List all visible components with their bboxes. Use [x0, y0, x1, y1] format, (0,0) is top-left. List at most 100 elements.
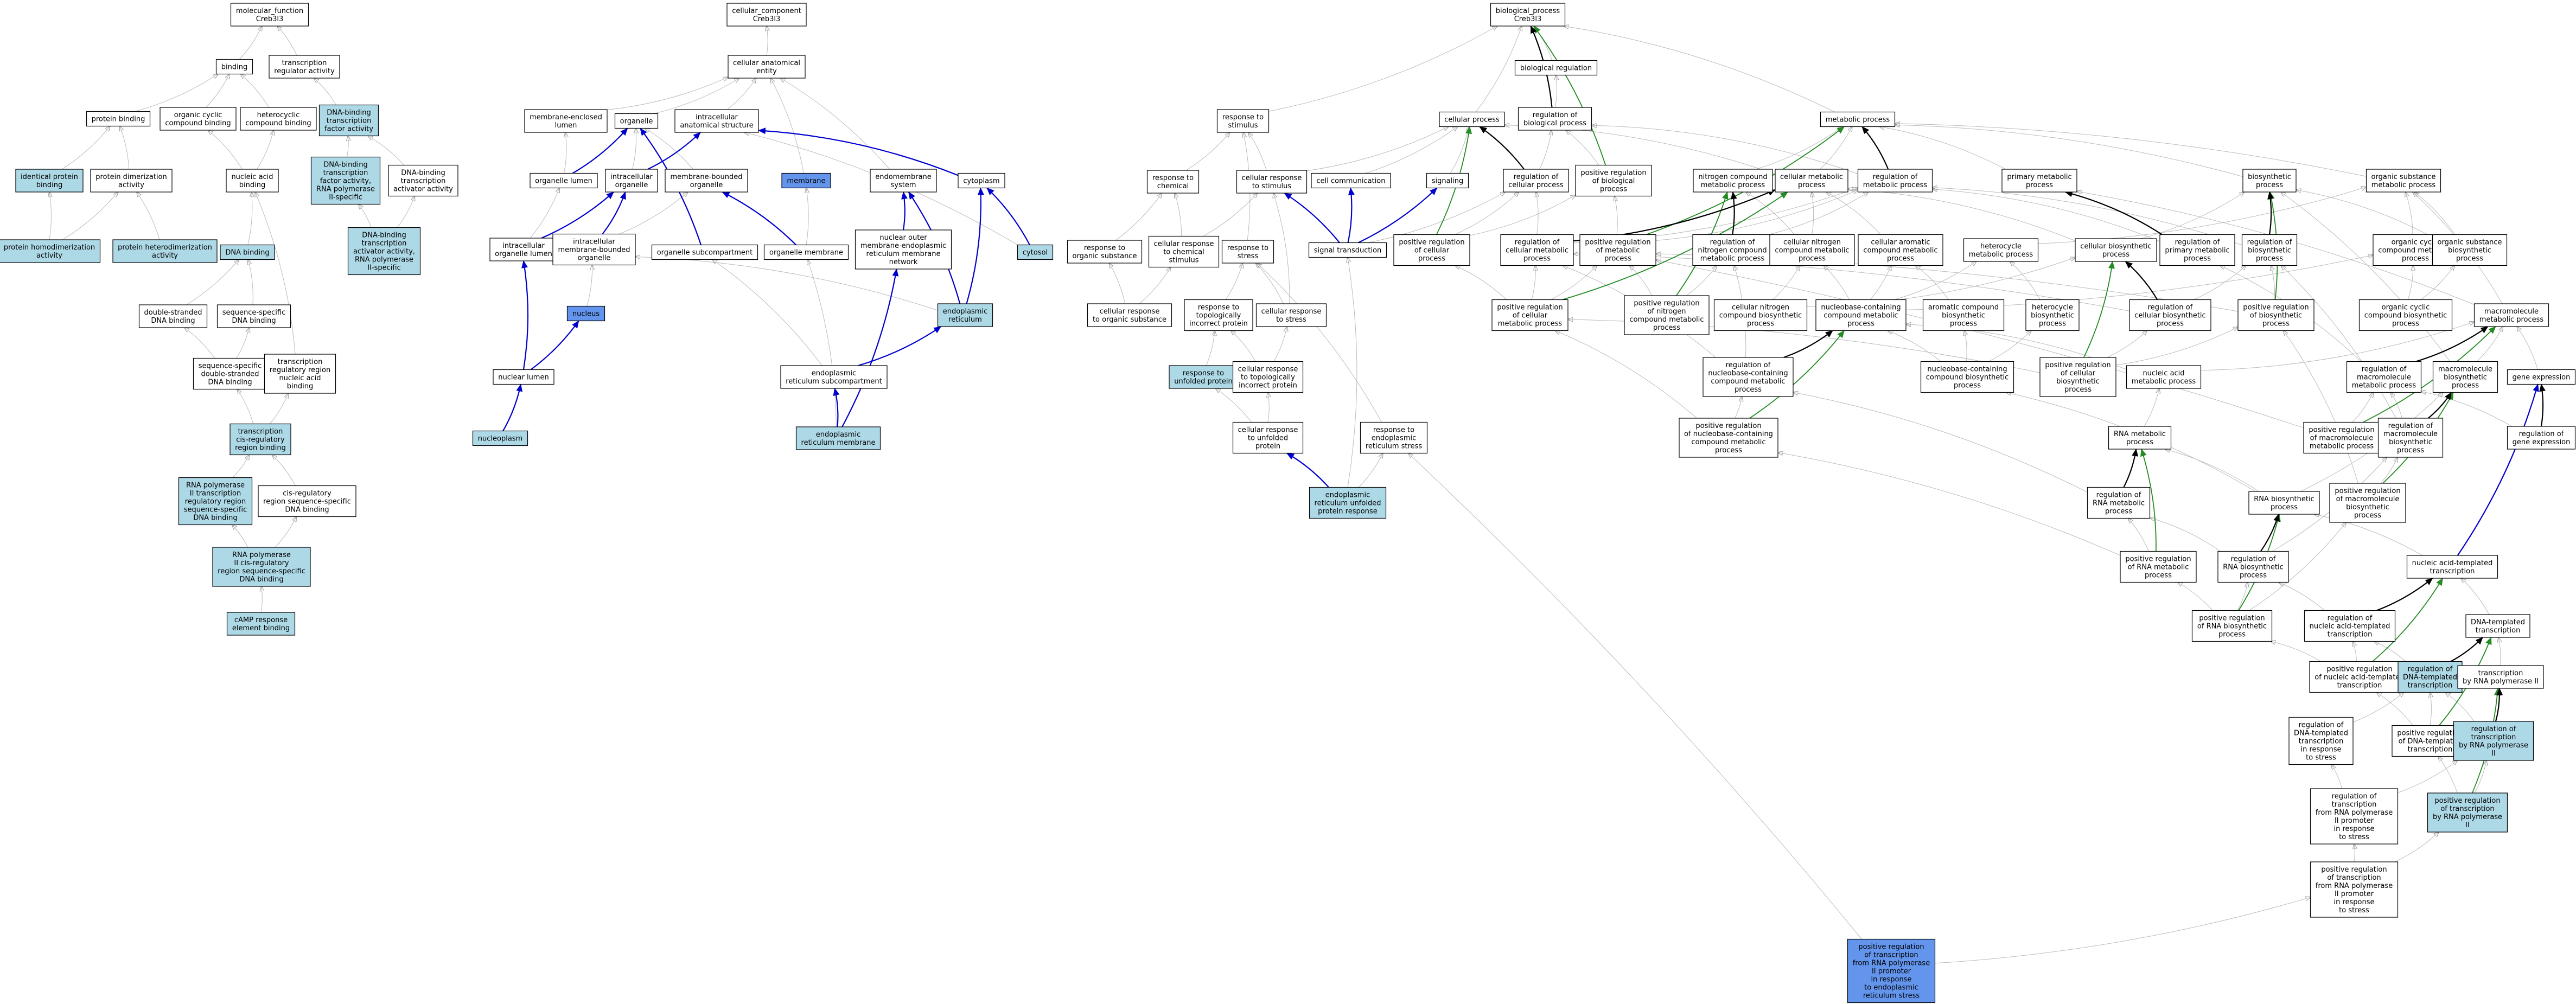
node-label: organelle subcompartment: [657, 249, 753, 257]
node-box: [1769, 234, 1855, 266]
edge-gray: [1536, 192, 1538, 235]
edge-gray: [1268, 26, 1497, 112]
edge-gray: [2194, 266, 2246, 300]
edge-black: [1479, 126, 1525, 170]
edge-gray: [2010, 261, 2041, 300]
edge-gray: [2498, 637, 2501, 666]
node-box: [2075, 238, 2157, 262]
node-box: [552, 233, 636, 266]
node-box: [763, 244, 849, 260]
edge-gray: [232, 455, 250, 478]
node-box: [0, 239, 101, 263]
node-label: nucleoplasm: [478, 435, 522, 443]
node-label: cytosol: [1023, 249, 1048, 257]
edge-blue: [858, 326, 942, 367]
edge-black: [2415, 326, 2489, 362]
edge-gray: [1225, 263, 1242, 300]
edge-gray: [2281, 192, 2451, 362]
edge-black: [2495, 688, 2503, 722]
edge-blue: [572, 127, 628, 174]
node-box: [2310, 788, 2399, 845]
node-box: [2432, 361, 2498, 393]
node-box: [530, 172, 598, 189]
edge-black: [2260, 514, 2280, 552]
edge-gray: [564, 132, 567, 174]
edge-gray: [2165, 449, 2259, 492]
node-box: [2126, 365, 2202, 389]
edge-gray: [368, 136, 405, 165]
edge-gray: [2201, 322, 2475, 371]
edge-blue: [841, 268, 899, 427]
node-box: [1815, 299, 1907, 331]
edge-gray: [1206, 331, 1215, 366]
node-label: protein binding: [92, 116, 145, 124]
edge-gray: [1367, 192, 1506, 243]
edge-black: [2064, 190, 2163, 235]
edge-black: [2450, 637, 2483, 662]
node-box: [958, 172, 1005, 189]
edge-gray: [2407, 266, 2413, 300]
edge-blue: [647, 132, 701, 170]
node-box: [2427, 792, 2508, 833]
node-box: [1503, 169, 1569, 193]
node-label: metabolic process: [1826, 116, 1890, 124]
edge-gray: [1255, 263, 1284, 304]
node-box: [1775, 169, 1848, 193]
edge-gray: [1592, 125, 1858, 174]
node-box: [651, 244, 758, 260]
edge-gray: [1772, 266, 1800, 300]
edge-gray: [1455, 192, 1519, 235]
go-term-node: biological regulation: [1514, 60, 1598, 76]
edge-gray: [1469, 195, 1576, 236]
go-term-node: binding: [215, 59, 253, 75]
node-box: [2120, 551, 2197, 583]
edge-gray: [2281, 266, 2396, 419]
edge-green: [2083, 261, 2115, 358]
node-box: [388, 164, 458, 197]
edge-gray: [1756, 127, 1843, 170]
edge-gray: [530, 188, 559, 239]
node-box: [2248, 491, 2320, 515]
node-box: [2453, 721, 2534, 761]
edge-gray: [1879, 127, 2006, 170]
node-box: [2432, 234, 2508, 266]
edge-gray: [359, 204, 372, 228]
